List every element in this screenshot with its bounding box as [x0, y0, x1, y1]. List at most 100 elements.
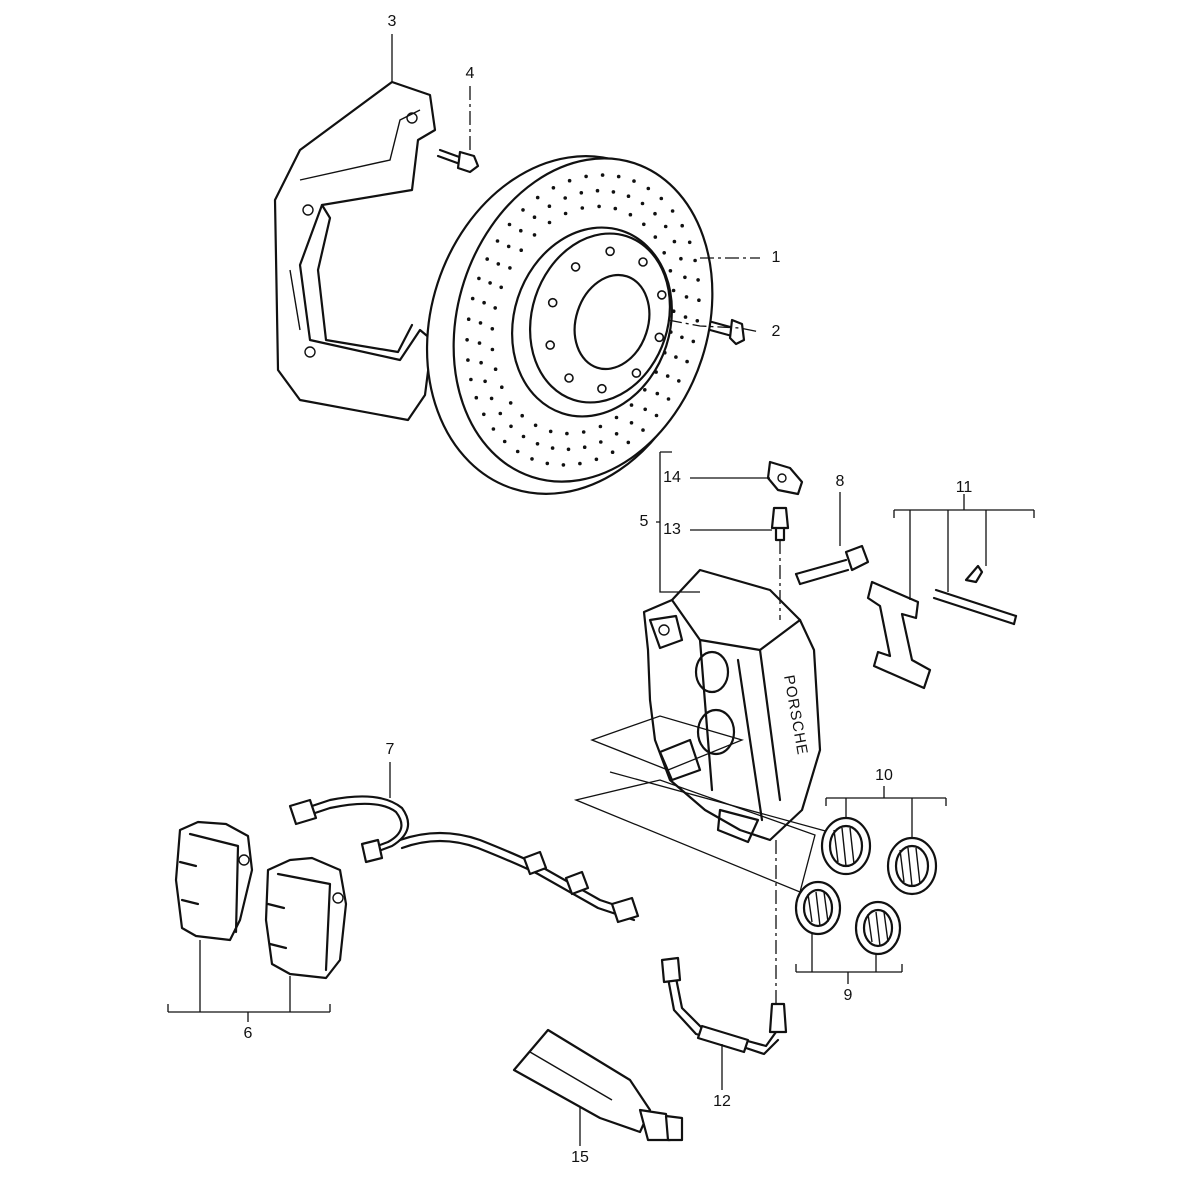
- disc-drill-hole: [691, 339, 696, 344]
- disc-drill-hole: [566, 447, 571, 452]
- disc-drill-hole: [485, 257, 490, 261]
- disc-drill-hole: [535, 195, 540, 200]
- disc-screw: [708, 318, 746, 346]
- disc-drill-hole: [697, 298, 701, 303]
- disc-drill-hole: [565, 431, 569, 436]
- disc-drill-hole: [547, 220, 552, 225]
- disc-drill-hole: [498, 411, 503, 416]
- disc-drill-hole: [479, 360, 483, 365]
- disc-drill-hole: [584, 174, 588, 179]
- disc-drill-hole: [482, 300, 486, 305]
- wear-sensor: [288, 795, 640, 924]
- disc-drill-hole: [551, 186, 556, 190]
- pad-retainer-kit: [866, 564, 1018, 690]
- disc-drill-hole: [507, 222, 512, 227]
- disc-drill-hole: [614, 432, 619, 436]
- disc-drill-hole: [669, 330, 673, 334]
- disc-drill-hole: [519, 248, 523, 252]
- disc-drill-hole: [610, 450, 615, 455]
- disc-drill-hole: [666, 397, 671, 401]
- caliper-bolt: [794, 544, 870, 586]
- disc-drill-hole: [671, 309, 676, 314]
- hub-bolt-hole: [654, 332, 665, 343]
- bleed-cap: [766, 460, 804, 496]
- disc-drill-hole: [500, 385, 504, 390]
- disc-drill-hole: [683, 275, 687, 280]
- disc-drill-hole: [628, 212, 633, 217]
- disc-drill-hole: [674, 355, 678, 359]
- disc-drill-hole: [561, 463, 566, 467]
- disc-drill-hole: [508, 266, 512, 270]
- disc-drill-hole: [490, 327, 495, 331]
- callout-disc: 1: [772, 249, 781, 266]
- disc-drill-hole: [466, 358, 470, 362]
- shield-bolt: [436, 148, 480, 174]
- disc-drill-hole: [654, 370, 658, 374]
- disc-drill-hole: [548, 429, 553, 434]
- disc-drill-hole: [520, 413, 524, 418]
- disc-drill-hole: [600, 173, 605, 177]
- disc-drill-hole: [580, 206, 585, 210]
- bleed-valve: [770, 506, 790, 542]
- disc-drill-hole: [629, 421, 634, 425]
- disc-drill-hole: [695, 319, 700, 323]
- disc-drill-hole: [614, 415, 619, 420]
- disc-drill-hole: [470, 296, 475, 301]
- disc-drill-hole: [594, 457, 599, 462]
- disc-drill-hole: [663, 224, 668, 229]
- disc-drill-hole: [643, 407, 647, 412]
- disc-drill-hole: [626, 440, 631, 445]
- callout-bleed-valve: 13: [663, 521, 681, 538]
- brake-pad-inner: [264, 856, 348, 980]
- disc-drill-hole: [663, 350, 667, 355]
- disc-drill-hole: [693, 258, 697, 263]
- disc-drill-hole: [670, 209, 675, 213]
- brake-disc: [425, 155, 714, 495]
- disc-drill-hole: [680, 335, 684, 340]
- disc-drill-hole: [509, 424, 513, 429]
- disc-drill-hole: [521, 208, 525, 212]
- disc-drill-hole: [502, 439, 507, 444]
- piston-guide-lines: [573, 715, 841, 893]
- callout-seal-kit-large: 10: [875, 767, 893, 784]
- callout-pad-set: 6: [244, 1025, 253, 1042]
- disc-drill-hole: [563, 196, 567, 200]
- disc-drill-hole: [465, 338, 469, 342]
- seal-large-2: [886, 836, 938, 896]
- disc-drill-hole: [616, 174, 621, 179]
- disc-drill-hole: [493, 367, 498, 372]
- disc-drill-hole: [579, 191, 584, 195]
- disc-drill-hole: [653, 211, 657, 216]
- disc-drill-hole: [665, 374, 670, 378]
- splash-shield: [273, 80, 437, 422]
- disc-drill-hole: [493, 306, 498, 310]
- disc-drill-hole: [532, 233, 537, 237]
- disc-drill-hole: [671, 288, 676, 293]
- callout-shield-bolt: 4: [466, 65, 475, 82]
- brake-pad-outer: [174, 820, 254, 942]
- disc-drill-hole: [613, 206, 618, 211]
- disc-drill-hole: [478, 321, 483, 325]
- callout-wear-sensor: 7: [386, 741, 395, 758]
- disc-drill-hole: [482, 412, 486, 417]
- disc-drill-hole: [632, 179, 636, 183]
- disc-drill-hole: [599, 440, 603, 444]
- disc-drill-hole: [641, 428, 645, 432]
- disc-drill-hole: [519, 228, 523, 233]
- disc-drill-hole: [643, 388, 647, 392]
- disc-drill-hole: [687, 240, 692, 245]
- disc-drill-hole: [533, 423, 538, 428]
- disc-drill-hole: [683, 315, 688, 319]
- hub-bolt-hole: [547, 297, 558, 308]
- disc-drill-hole: [508, 401, 513, 405]
- disc-drill-hole: [530, 457, 534, 461]
- paste-tube: [512, 1028, 684, 1142]
- disc-drill-hole: [672, 239, 677, 244]
- disc-drill-hole: [567, 178, 572, 183]
- disc-drill-hole: [659, 196, 664, 201]
- disc-drill-hole: [491, 427, 496, 431]
- disc-drill-hole: [535, 442, 540, 446]
- disc-drill-hole: [545, 461, 550, 466]
- disc-drill-hole: [611, 190, 616, 194]
